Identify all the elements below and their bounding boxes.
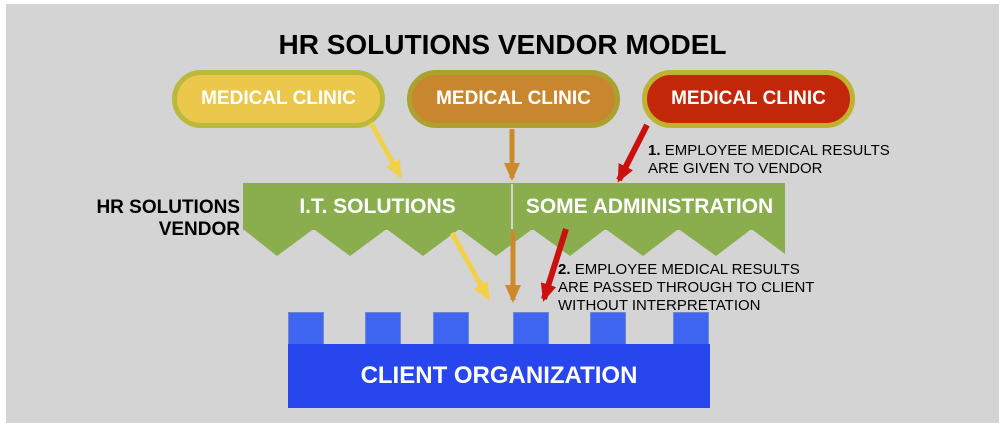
clinic-pill-2-label: MEDICAL CLINIC: [436, 88, 591, 109]
client-battlement-tooth: [673, 312, 709, 345]
vendor-cell-divider: [511, 184, 513, 240]
annotation-1-number: 1.: [648, 142, 661, 159]
client-battlement-tooth: [433, 312, 469, 345]
annotation-1-text: EMPLOYEE MEDICAL RESULTS ARE GIVEN TO VE…: [648, 142, 890, 177]
client-battlement-tooth: [365, 312, 401, 345]
clinic-pill-2: MEDICAL CLINIC: [407, 70, 620, 128]
annotation-2: 2. EMPLOYEE MEDICAL RESULTS ARE PASSED T…: [558, 261, 830, 315]
vendor-zigzag-edge: [243, 229, 785, 256]
clinic-pill-3: MEDICAL CLINIC: [642, 70, 855, 128]
annotation-2-number: 2.: [558, 261, 571, 278]
client-battlement-tooth: [288, 312, 324, 345]
client-battlement-tooth: [590, 312, 626, 345]
annotation-2-text: EMPLOYEE MEDICAL RESULTS ARE PASSED THRO…: [558, 261, 815, 314]
client-battlement-tooth: [513, 312, 549, 345]
client-organization-label: CLIENT ORGANIZATION: [360, 362, 638, 389]
vendor-cell-it-solutions: I.T. SOLUTIONS: [299, 195, 456, 218]
clinic-pill-3-label: MEDICAL CLINIC: [671, 88, 826, 109]
client-organization-box: CLIENT ORGANIZATION: [288, 344, 710, 408]
vendor-bar: I.T. SOLUTIONS SOME ADMINISTRATION: [243, 183, 785, 230]
vendor-side-label: HR SOLUTIONS VENDOR: [96, 197, 240, 240]
clinic-pill-1-label: MEDICAL CLINIC: [201, 88, 356, 109]
clinic-pill-1: MEDICAL CLINIC: [172, 70, 385, 128]
diagram-title: HR SOLUTIONS VENDOR MODEL: [278, 29, 727, 60]
annotation-1: 1. EMPLOYEE MEDICAL RESULTS ARE GIVEN TO…: [648, 142, 920, 178]
vendor-cell-some-administration: SOME ADMINISTRATION: [525, 195, 774, 218]
